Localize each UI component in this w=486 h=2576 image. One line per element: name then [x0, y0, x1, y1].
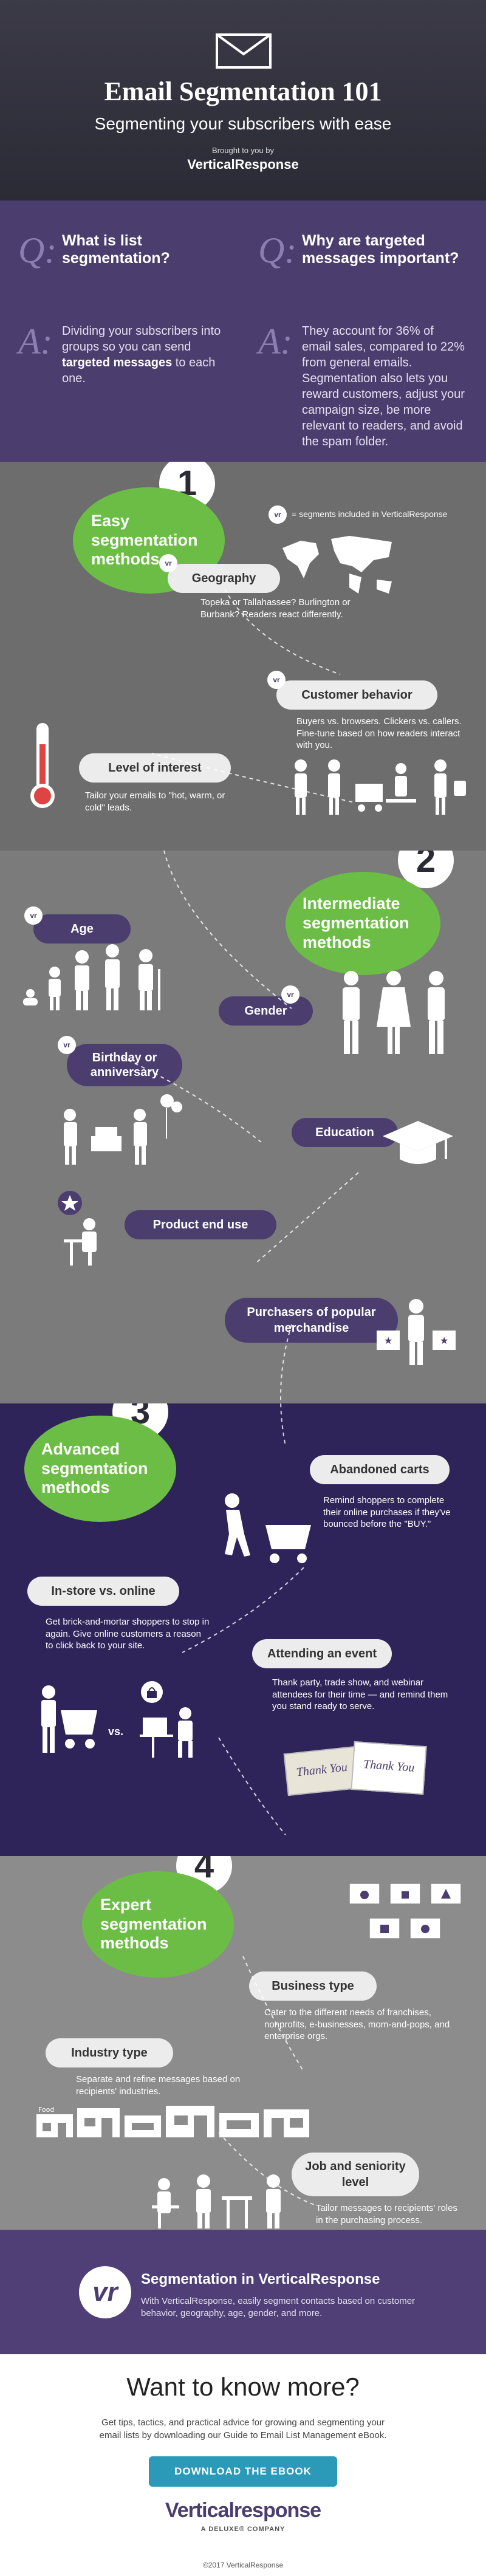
a-mark: A:: [258, 321, 293, 361]
brand-logo: VerticalResponse: [187, 157, 299, 172]
question-title: Why are targeted messages important?: [302, 232, 459, 267]
segment-education: Education: [292, 1118, 398, 1147]
geography-desc: Topeka or Tallahassee? Burlington or Bur…: [200, 597, 351, 620]
segment-geography: Geography: [168, 564, 280, 593]
footer: Want to know more? Get tips, tactics, an…: [0, 2354, 486, 2576]
page-subtitle: Segmenting your subscribers with ease: [94, 114, 392, 133]
question-title: What is list segmentation?: [62, 232, 170, 267]
section-title: Expert segmentation methods: [100, 1895, 207, 1953]
industry-type-desc: Separate and refine messages based on re…: [76, 2074, 241, 2097]
in-store-vs-online-desc: Get brick-and-mortar shoppers to stop in…: [46, 1617, 210, 1651]
svg-text:★: ★: [384, 1335, 392, 1346]
footer-title: Want to know more?: [126, 2372, 360, 2401]
section-title: Intermediate segmentation methods: [303, 894, 409, 951]
age-progression-icon: [23, 944, 160, 1010]
segment-attending-event: Attending an event: [252, 1639, 392, 1668]
download-ebook-button[interactable]: DOWNLOAD THE EBOOK: [149, 2456, 337, 2487]
food-shop-sign: Food: [38, 2106, 54, 2114]
hero-header: Email Segmentation 101 Segmenting your s…: [0, 0, 486, 200]
section-advanced: 3 Advanced segmentation methods Abandone…: [0, 1403, 486, 1856]
level-of-interest-desc: Tailor your emails to "hot, warm, or col…: [85, 790, 225, 813]
answer-body: Dividing your subscribers into groups so…: [62, 323, 226, 386]
envelopes-icon: [349, 1883, 462, 1939]
section-intermediate: 2 Intermediate segmentation methods Age …: [0, 851, 486, 1403]
vr-badge: vr: [267, 671, 286, 689]
section-title: Advanced segmentation methods: [41, 1439, 148, 1497]
storefronts-icon: Food: [36, 2106, 309, 2137]
segment-customer-behavior: Customer behavior: [276, 680, 437, 710]
vr-badge: vr: [281, 985, 299, 1004]
segment-age: Age: [33, 914, 131, 944]
segment-industry-type: Industry type: [46, 2038, 173, 2067]
attending-event-desc: Thank party, trade show, and webinar att…: [272, 1677, 448, 1711]
abandoned-carts-desc: Remind shoppers to complete their online…: [323, 1495, 451, 1529]
shoppers-icon: [295, 759, 466, 815]
footer-brand-sub: A DELUXE® COMPANY: [200, 2526, 286, 2533]
section-title-blob: Advanced segmentation methods: [24, 1416, 176, 1522]
vr-block-body: With VerticalResponse, easily segment co…: [141, 2296, 416, 2318]
vr-badge: vr: [24, 906, 43, 925]
brought-by-text: Brought to you by: [212, 146, 274, 155]
section-title: Easy segmentation methods: [91, 511, 198, 569]
segment-business-type: Business type: [249, 1971, 377, 2001]
footer-body: Get tips, tactics, and practical advice …: [99, 2417, 387, 2441]
answer-body: They account for 36% of email sales, com…: [302, 324, 465, 448]
abandoned-cart-icon: [225, 1493, 311, 1563]
segment-level-of-interest: Level of interest: [79, 753, 231, 783]
segment-in-store-vs-online: In-store vs. online: [27, 1577, 179, 1606]
page-title: Email Segmentation 101: [104, 77, 382, 106]
footer-brand-logo: Verticalresponse: [165, 2499, 321, 2522]
dashed-path: [121, 589, 359, 2206]
thermometer-icon: [30, 723, 55, 808]
a-mark: A:: [18, 321, 53, 361]
copyright: ©2017 VerticalResponse: [202, 2561, 284, 2569]
vs-label: vs.: [108, 1725, 124, 1738]
customer-behavior-desc: Buyers vs. browsers. Clickers vs. caller…: [296, 716, 462, 750]
segment-product-end-use: Product end use: [125, 1210, 276, 1239]
business-type-desc: Cater to the different needs of franchis…: [264, 2007, 450, 2041]
product-user-icon: [58, 1191, 97, 1266]
section-easy: 1 Easy segmentation methods vr = segment…: [0, 462, 486, 851]
svg-text:★: ★: [440, 1335, 448, 1346]
vr-badge: vr: [58, 1036, 76, 1054]
shopping-bags-icon: ★ ★: [377, 1299, 456, 1365]
online-shopper-icon: [140, 1681, 193, 1758]
section-title-blob: Intermediate segmentation methods: [286, 872, 440, 975]
section-expert: 4 Expert segmentation methods Business t…: [0, 1856, 486, 2230]
segment-gender: Gender: [219, 996, 313, 1026]
in-store-shopper-icon: [41, 1685, 97, 1753]
vr-badge: vr: [159, 554, 177, 572]
job-seniority-desc: Tailor messages to recipients' roles in …: [316, 2203, 457, 2225]
section-title-blob: Expert segmentation methods: [82, 1871, 234, 1978]
vr-legend-text: = segments included in VerticalResponse: [292, 509, 448, 519]
answer-text: Dividing your subscribers into groups so…: [62, 324, 221, 354]
segment-popular-merchandise: Purchasers of popular merchandise: [225, 1298, 398, 1343]
answer-bold: targeted messages: [62, 356, 173, 369]
segment-abandoned-carts: Abandoned carts: [310, 1455, 450, 1484]
answer-text-end: to each one.: [62, 356, 216, 385]
envelope-icon: [216, 33, 272, 69]
vr-logo: vr: [79, 2266, 131, 2318]
segment-job-seniority: Job and seniority level: [292, 2153, 419, 2196]
graduation-cap-icon: [383, 1121, 453, 1164]
vr-legend-badge: vr: [269, 505, 287, 524]
qa-section: Q: What is list segmentation? A: Dividin…: [0, 200, 486, 462]
vr-segmentation-section: vr Segmentation in VerticalResponse With…: [0, 2230, 486, 2354]
gender-figures-icon: [343, 971, 445, 1054]
q-mark: Q:: [18, 230, 57, 270]
world-map-icon: [282, 536, 392, 594]
office-workers-icon: [152, 2174, 281, 2228]
celebration-icon: [64, 1094, 182, 1165]
vr-block-title: Segmentation in VerticalResponse: [141, 2271, 380, 2287]
segment-birthday: Birthday or anniversary: [67, 1044, 182, 1086]
q-mark: Q:: [258, 230, 297, 270]
